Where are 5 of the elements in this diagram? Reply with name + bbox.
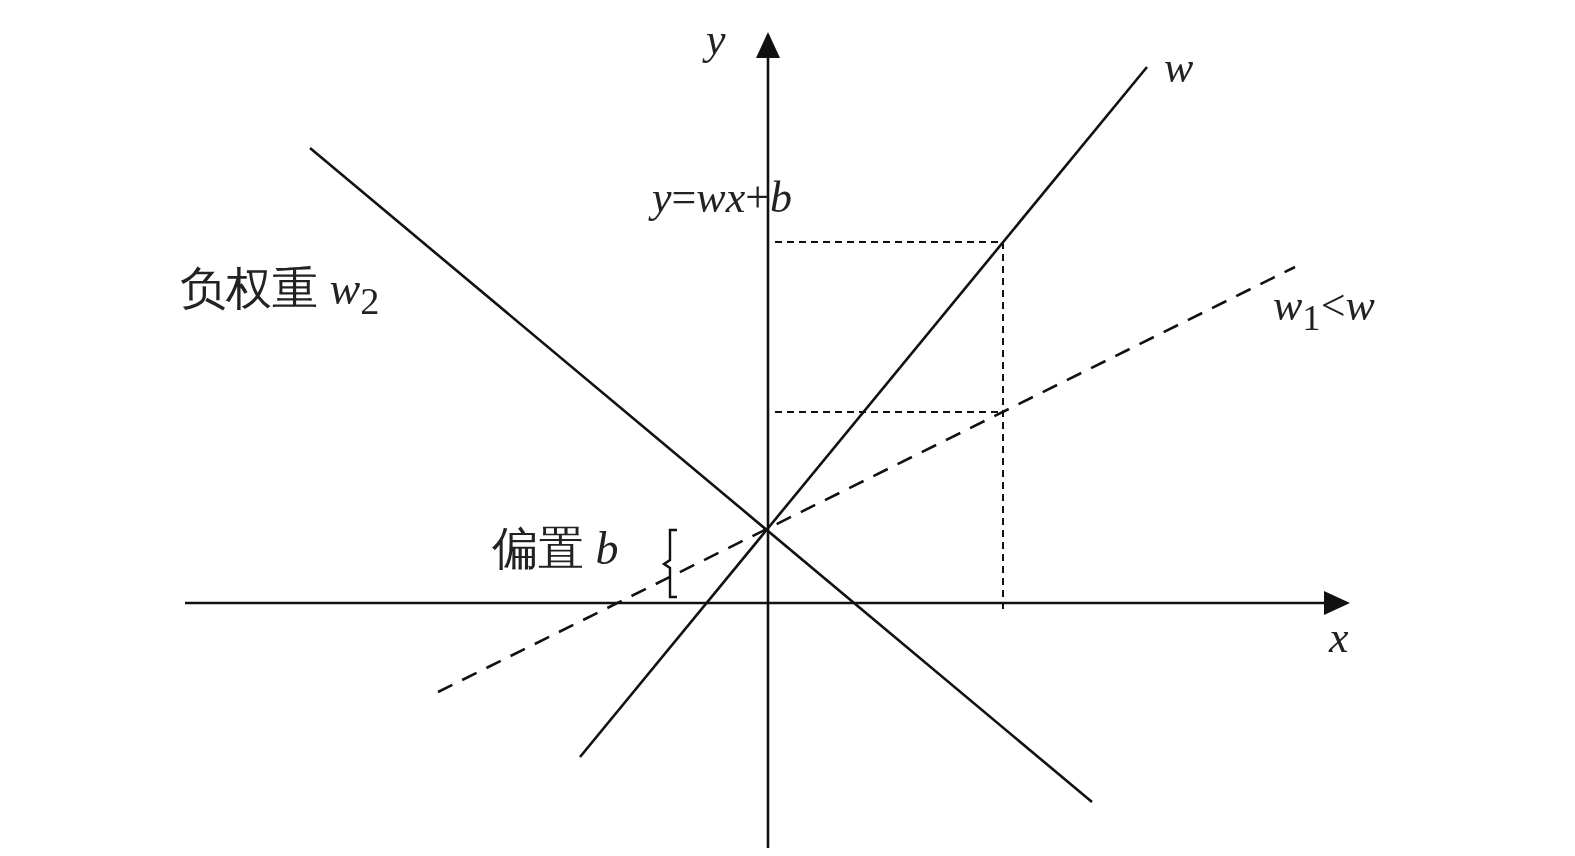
line-label: w$_{1}$<w xyxy=(1273,284,1375,337)
annotation-text: 负权重 w$_{2}$ xyxy=(180,266,380,321)
annotation-text: 偏置 b xyxy=(492,526,619,572)
axis-label: x xyxy=(1329,616,1349,660)
line-label: w xyxy=(1164,46,1194,90)
